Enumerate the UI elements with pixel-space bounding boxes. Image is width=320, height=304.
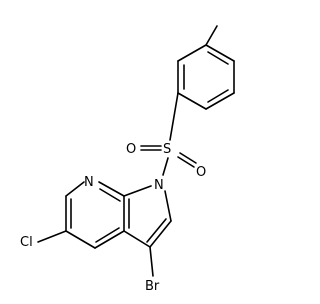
bond-n7-c6 [65,181,85,197]
bond-n1-c2 [164,190,172,222]
bond-methyl [205,25,218,46]
bond-c7a-n7-b [99,188,121,202]
bond-c4-c3a-a [94,230,125,249]
atom-label-chlorine: Cl [20,235,33,250]
bond-tolyl-4 [177,92,207,110]
bond-tolyl-inner-1 [207,51,229,65]
atom-label-oxygen-left: O [126,142,136,157]
bond-lines [37,25,235,277]
bond-c3-bromine [149,246,154,277]
bond-s-o-right-b [177,156,195,168]
bond-c7a-n7-a [98,181,125,197]
atom-label-nitrogen-pyridine: N [84,175,94,190]
bond-tolyl-1 [205,44,235,62]
atom-labels: S O O N N Cl Br [20,142,206,294]
atom-label-nitrogen-pyrrole: N [154,178,164,193]
bond-tolyl-6 [177,44,207,62]
bond-c2-c3-b [146,218,167,243]
atom-label-sulfur: S [163,142,171,157]
bond-s-o-right-a [179,152,197,164]
bond-c5-chlorine [37,230,67,243]
atom-label-oxygen-right: O [196,165,206,180]
bond-c2-c3-a [149,220,172,248]
bond-n1-c7a [123,185,152,197]
atom-label-bromine: Br [145,279,160,294]
bond-tolyl-3 [205,92,235,110]
bond-ring-sulfur [169,92,179,141]
bond-c3-c3a [123,230,151,248]
molecule-structure-diagram: S O O N N Cl Br [20,25,235,294]
bond-c4-c3a-b [95,227,120,243]
bond-tolyl-inner-2 [207,89,229,103]
bond-c5-c4 [65,230,96,249]
bond-sulfur-nitrogen [162,157,169,176]
